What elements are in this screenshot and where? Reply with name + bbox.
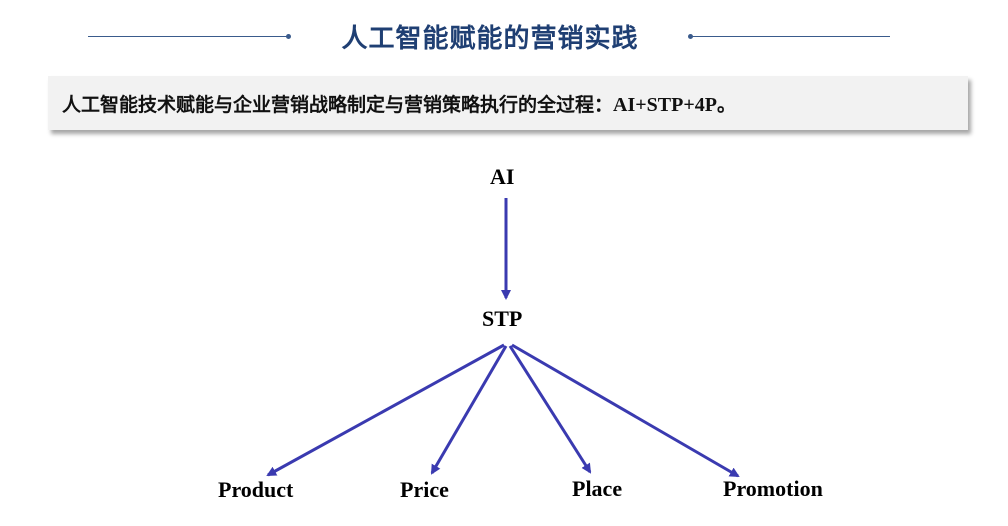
arrow-stp-to-price: [430, 345, 508, 475]
node-product: Product: [218, 477, 294, 502]
node-place: Place: [572, 476, 623, 501]
title-rule-dot-left: [286, 34, 291, 39]
summary-text: 人工智能技术赋能与企业营销战略制定与营销策略执行的全过程：AI+STP+4P。: [62, 90, 736, 117]
arrow-stp-to-product: [266, 343, 505, 477]
summary-text-cn: 人工智能技术赋能与企业营销战略制定与营销策略执行的全过程：: [62, 94, 614, 116]
title-rule-right: [690, 36, 890, 37]
node-price: Price: [400, 477, 449, 502]
summary-text-formula: AI+STP+4P: [613, 94, 717, 116]
summary-text-end: 。: [716, 94, 736, 116]
title-bar: 人工智能赋能的营销实践: [0, 14, 1008, 58]
node-promotion: Promotion: [723, 476, 823, 501]
node-ai: AI: [490, 164, 515, 189]
page-title: 人工智能赋能的营销实践: [341, 24, 639, 54]
summary-banner: 人工智能技术赋能与企业营销战略制定与营销策略执行的全过程：AI+STP+4P。: [48, 76, 968, 130]
arrow-stp-to-promotion: [511, 343, 740, 478]
title-rule-left: [88, 36, 288, 37]
arrow-stp-to-place: [508, 345, 592, 474]
node-stp: STP: [482, 306, 523, 331]
